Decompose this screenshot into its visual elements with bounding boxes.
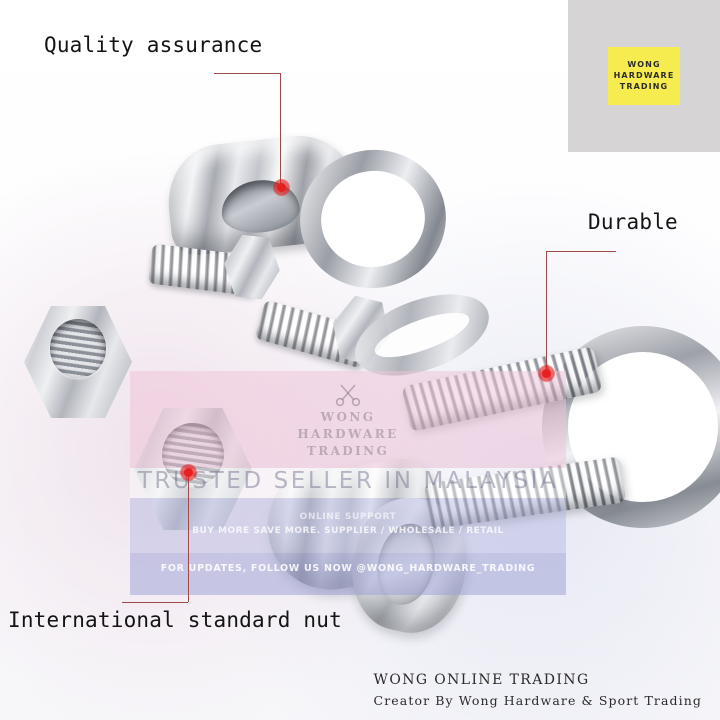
leader-line-standard-nut-horizontal <box>122 602 188 603</box>
hex-nut-thread-hole <box>49 319 107 378</box>
u-bolt-bend <box>502 286 720 568</box>
footer-line-1: WONG ONLINE TRADING <box>373 672 590 688</box>
brand-logo-line-3: TRADING <box>619 82 669 91</box>
hex-nut-left <box>24 306 132 418</box>
hex-nut-thread-hole <box>162 422 224 487</box>
u-bolt-primary <box>401 286 720 580</box>
leader-line-quality-assurance-vertical <box>280 73 281 187</box>
brand-logo-line-2: HARDWARE <box>613 71 675 80</box>
callout-label-quality-assurance: Quality assurance <box>44 33 263 57</box>
leader-line-standard-nut-vertical <box>188 472 189 602</box>
u-bolt-threaded-leg-lower <box>423 456 627 530</box>
brand-logo-line-1: WONG <box>627 60 661 69</box>
hex-nut-body <box>24 306 132 418</box>
annotation-dot-quality-assurance <box>277 183 286 192</box>
footer-credit: WONG ONLINE TRADING Creator By Wong Hard… <box>374 672 702 708</box>
callout-label-durable: Durable <box>588 210 678 234</box>
hex-nut-body <box>134 408 252 530</box>
annotation-dot-durable <box>542 369 551 378</box>
brand-logo-tile: WONG HARDWARE TRADING <box>568 0 720 152</box>
annotation-dot-international-standard-nut <box>184 468 193 477</box>
brand-logo-chip: WONG HARDWARE TRADING <box>608 47 680 105</box>
leader-line-quality-assurance-horizontal <box>214 73 281 74</box>
leader-line-durable-vertical <box>546 251 547 373</box>
footer-line-2: Creator By Wong Hardware & Sport Trading <box>373 693 702 708</box>
hex-nut-annotated <box>134 408 252 530</box>
leader-line-durable-horizontal <box>546 251 616 252</box>
callout-label-international-standard-nut: International standard nut <box>8 608 342 632</box>
